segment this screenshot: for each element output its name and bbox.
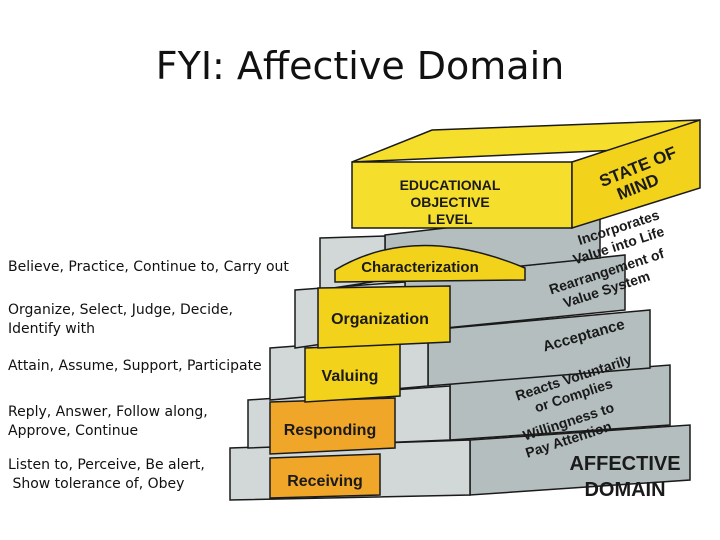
verbs-valuing: Attain, Assume, Support, Participate (8, 357, 298, 376)
level-name-characterization: Characterization (361, 259, 479, 276)
level-name-valuing: Valuing (322, 368, 379, 385)
affective-domain-staircase: EDUCATIONAL OBJECTIVE LEVEL STATE OF MIN… (229, 118, 701, 501)
verb-line: Show tolerance of, Obey (8, 476, 185, 492)
arch-organization (317, 285, 451, 349)
arch-receiving (269, 453, 381, 499)
verb-line: Believe, Practice, Continue to, Carry ou… (8, 259, 289, 275)
verb-line: Organize, Select, Judge, Decide, (8, 302, 233, 318)
verb-line: Attain, Assume, Support, Participate (8, 358, 262, 374)
label-arch (269, 244, 526, 499)
verb-line: Reply, Answer, Follow along, (8, 404, 208, 420)
level-name-responding: Responding (284, 422, 376, 439)
header-line: LEVEL (427, 211, 473, 227)
header-box-side (571, 118, 701, 230)
verbs-responding: Reply, Answer, Follow along, Approve, Co… (8, 403, 298, 441)
verb-line: Listen to, Perceive, Be alert, (8, 457, 205, 473)
domain-label-line: DOMAIN (584, 479, 665, 501)
header-box (351, 118, 701, 230)
verbs-organization: Organize, Select, Judge, Decide, Identif… (8, 301, 298, 339)
header-line: OBJECTIVE (410, 194, 489, 210)
domain-label-line: AFFECTIVE (569, 453, 680, 475)
verb-line: Approve, Continue (8, 423, 139, 439)
verbs-receiving: Listen to, Perceive, Be alert, Show tole… (8, 456, 298, 494)
header-line: EDUCATIONAL (400, 177, 501, 193)
verb-line: Identify with (8, 321, 96, 337)
slide-title: FYI: Affective Domain (155, 44, 565, 88)
verbs-characterization: Believe, Practice, Continue to, Carry ou… (8, 258, 298, 277)
arch-characterization (334, 244, 526, 283)
level-name-organization: Organization (331, 311, 429, 328)
level-name-receiving: Receiving (287, 473, 363, 490)
